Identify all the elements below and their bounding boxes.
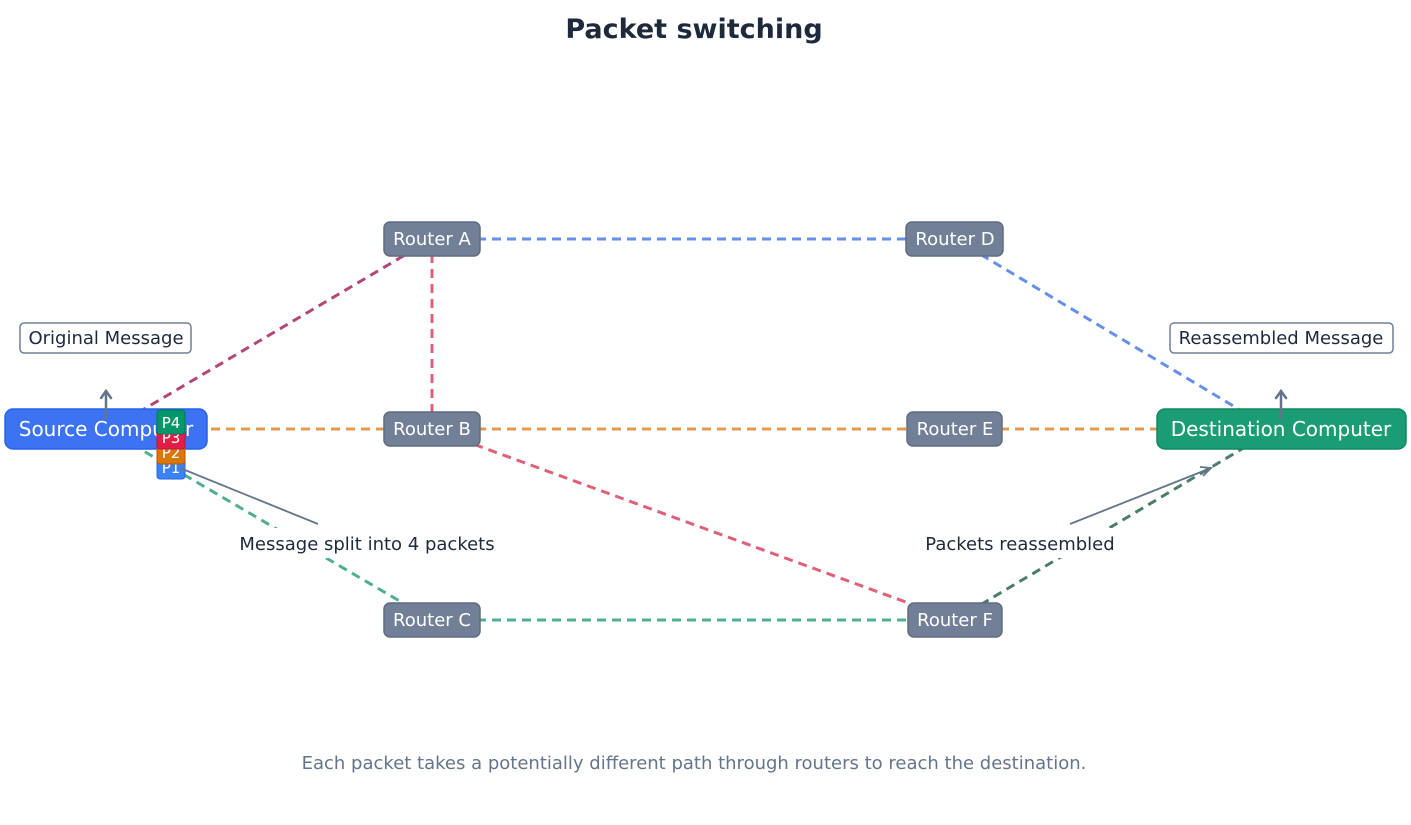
- router-f: Router F: [907, 602, 1003, 638]
- link-source-a: [111, 237, 433, 430]
- split-annotation-label: Message split into 4 packets: [239, 534, 494, 555]
- link-d-destination: [954, 237, 1271, 430]
- diagram-title: Packet switching: [565, 14, 822, 45]
- router-d: Router D: [905, 221, 1004, 257]
- reassembled-annotation-label: Packets reassembled: [925, 534, 1114, 555]
- destination-computer: Destination Computer: [1156, 408, 1407, 450]
- reassembled-annotation-arrowhead: [1199, 466, 1213, 477]
- link-b-f: [431, 427, 956, 622]
- link-f-destination: [954, 429, 1273, 622]
- reassembled-message-label: Reassembled Message: [1179, 328, 1384, 349]
- reassembled-message-note: Reassembled Message: [1169, 322, 1394, 354]
- router-b-label: Router B: [393, 419, 471, 440]
- reassembled-annotation: Packets reassembled: [912, 466, 1213, 558]
- original-message-note: Original Message: [19, 322, 192, 354]
- original-message-label: Original Message: [28, 328, 183, 349]
- router-d-label: Router D: [915, 229, 994, 250]
- packet-stack: P1 P2 P3 P4: [156, 409, 186, 480]
- router-c-label: Router C: [393, 610, 471, 631]
- split-annotation: Message split into 4 packets: [179, 467, 506, 558]
- original-message-arrow: [99, 388, 113, 420]
- router-f-label: Router F: [917, 610, 993, 631]
- connection-lines: [105, 237, 1281, 622]
- router-b: Router B: [383, 411, 481, 447]
- reassembled-annotation-arrow: [1069, 467, 1212, 525]
- link-source-c: [105, 427, 433, 622]
- router-e-label: Router E: [917, 419, 994, 440]
- destination-computer-label: Destination Computer: [1171, 417, 1392, 441]
- router-a-label: Router A: [393, 229, 471, 250]
- router-e: Router E: [906, 411, 1003, 447]
- packet-p4: P4: [156, 409, 186, 435]
- footer-caption: Each packet takes a potentially differen…: [302, 753, 1087, 774]
- reassembled-annotation-background: [912, 528, 1128, 558]
- router-a: Router A: [383, 221, 481, 257]
- packet-p4-label: P4: [162, 414, 181, 432]
- reassembled-message-arrow: [1274, 388, 1288, 420]
- router-c: Router C: [383, 602, 481, 638]
- split-annotation-arrow: [179, 467, 319, 525]
- split-annotation-background: [230, 528, 506, 558]
